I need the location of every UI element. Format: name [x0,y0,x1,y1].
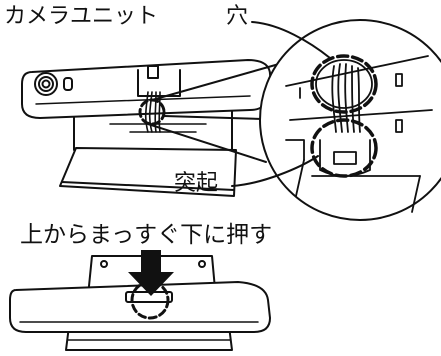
hole-leader-line [251,21,331,59]
zoom-callout [147,19,441,221]
camera-unit-label: カメラユニット [4,4,159,29]
protrusion-leader-line [231,155,319,187]
hole-label: 穴 [226,4,249,29]
hole-dashed-marker [310,54,378,114]
camera-unit-bottom [9,281,271,333]
instruction-caption: 上からまっすぐ下に押す [20,222,273,248]
protrusion-dashed-marker [310,118,378,178]
protrusion-label: 突起 [174,171,219,196]
camera-unit-top [21,59,272,119]
press-down-arrow [128,250,174,296]
